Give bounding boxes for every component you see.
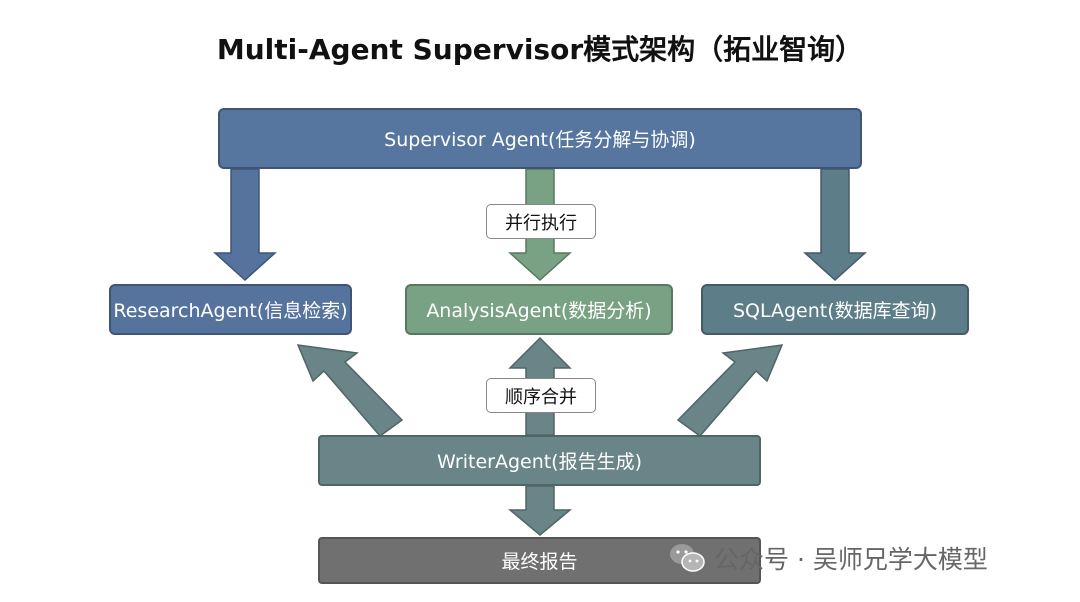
analysis-agent-node: AnalysisAgent(数据分析) — [405, 284, 673, 335]
research-agent-node: ResearchAgent(信息检索) — [109, 284, 352, 335]
sql-agent-label: SQLAgent(数据库查询) — [732, 300, 938, 322]
arrow-writer-to-final — [507, 485, 573, 536]
sql-agent-node: SQLAgent(数据库查询) — [701, 284, 969, 335]
supervisor-agent-node: Supervisor Agent(任务分解与协调) — [218, 108, 862, 169]
supervisor-agent-label: Supervisor Agent(任务分解与协调) — [384, 129, 696, 151]
final-report-label: 最终报告 — [501, 551, 578, 573]
analysis-agent-label: AnalysisAgent(数据分析) — [426, 300, 652, 322]
watermark: 公众号 · 吴师兄学大模型 — [668, 538, 988, 578]
writer-agent-node: WriterAgent(报告生成) — [318, 435, 761, 486]
wechat-icon — [670, 544, 705, 572]
writer-agent-label: WriterAgent(报告生成) — [436, 451, 643, 473]
sequential-merge-label: 顺序合并 — [486, 378, 596, 413]
watermark-text: 公众号 · 吴师兄学大模型 — [714, 545, 988, 574]
arrow-writer-to-sql — [676, 344, 784, 438]
research-agent-label: ResearchAgent(信息检索) — [113, 300, 348, 322]
arrow-writer-to-research — [296, 344, 404, 438]
parallel-execution-label: 并行执行 — [486, 204, 596, 239]
diagram-title: Multi-Agent Supervisor模式架构（拓业智询） — [216, 33, 864, 66]
arrow-supervisor-to-research — [213, 168, 277, 282]
arrow-supervisor-to-sql — [803, 168, 867, 282]
